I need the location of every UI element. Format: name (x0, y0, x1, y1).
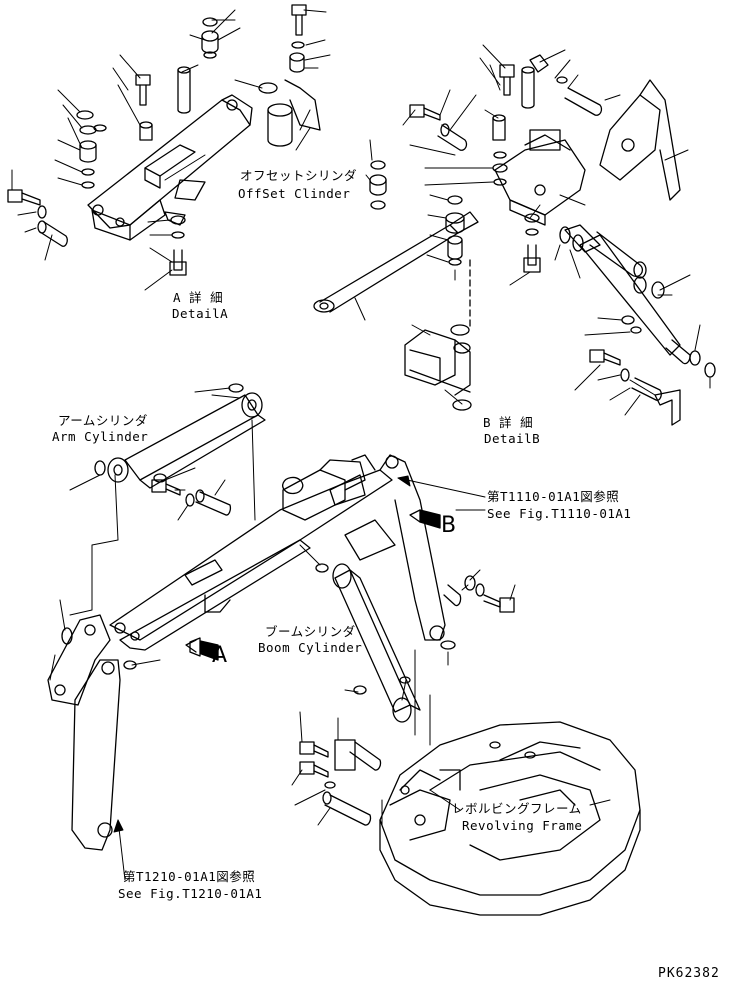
detail-b-label-jp: B 詳 細 (483, 415, 534, 430)
reference-arrows (114, 476, 610, 880)
revolving-frame-part (300, 722, 640, 915)
detail-a-label-en: DetailA (172, 306, 229, 321)
ref-t1110-label-en: See Fig.T1110-01A1 (487, 506, 632, 521)
ref-t1210-label-en: See Fig.T1210-01A1 (118, 886, 263, 901)
ref-t1110-label-jp: 第T1110-01A1図参照 (487, 489, 620, 504)
arm-cylinder-label-en: Arm Cylinder (52, 429, 149, 444)
boom-cylinder-label-jp: ブームシリンダ (265, 624, 356, 639)
boom-part (110, 455, 514, 650)
detail-a-label-jp: A 詳 細 (173, 290, 224, 305)
view-arrow-a (186, 638, 218, 660)
detail-a-assembly (8, 5, 320, 275)
offset-cylinder-label-en: OffSet Clinder (238, 186, 351, 201)
detail-b-assembly (314, 55, 715, 425)
figure-code: PK62382 (658, 966, 720, 981)
revolving-frame-label-jp: レボルビングフレーム (452, 801, 582, 816)
view-marker-b: B (441, 513, 457, 538)
arm-cylinder-label-jp: アームシリンダ (58, 413, 148, 428)
view-marker-a: A (212, 643, 228, 668)
ref-t1210-label-jp: 第T1210-01A1図参照 (123, 869, 256, 884)
boom-cylinder-label-en: Boom Cylinder (258, 640, 363, 655)
revolving-frame-label-en: Revolving Frame (462, 818, 583, 833)
leader-lines (12, 10, 710, 825)
offset-cylinder-label-jp: オフセットシリンダ (240, 168, 358, 183)
arm-part (48, 615, 136, 850)
arm-cylinder-part (95, 384, 265, 515)
detail-b-label-en: DetailB (484, 431, 541, 446)
view-arrow-b (410, 510, 440, 528)
